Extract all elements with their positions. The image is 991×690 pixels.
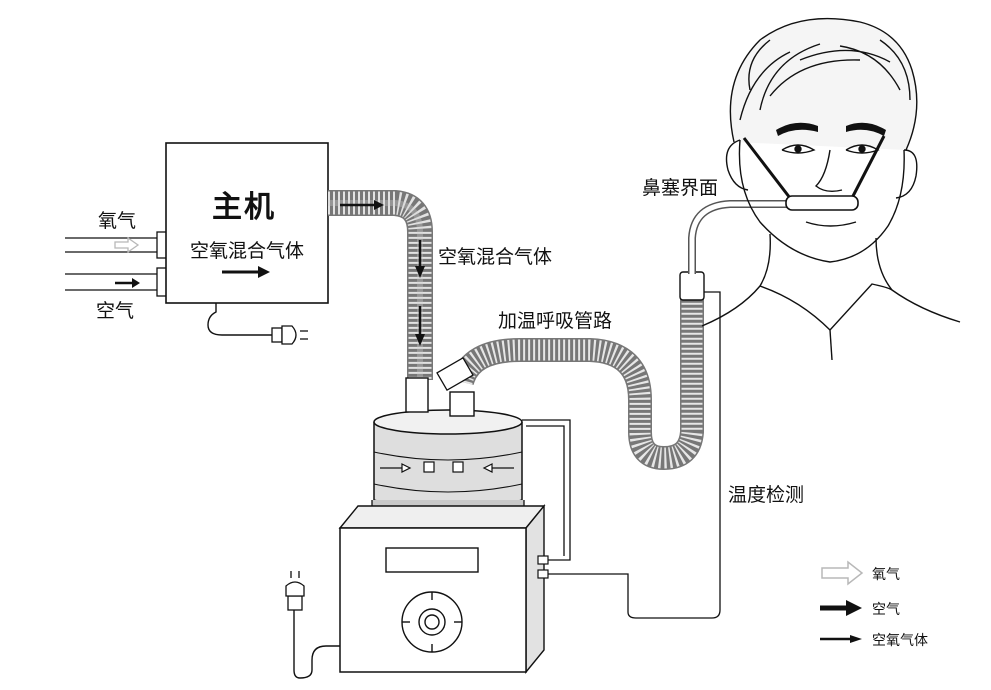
temperature-probe-label: 温度检测 (728, 484, 805, 506)
oxygen-inlet-label: 氧气 (98, 210, 137, 232)
heater-power-cord (293, 610, 340, 679)
mixed-gas-label: 空氧混合气体 (438, 246, 553, 268)
thin-arrow-icon (820, 635, 862, 643)
main-unit-output-label: 空氧混合气体 (190, 240, 305, 262)
heater-display (385, 547, 479, 573)
sensor-connector-1 (537, 555, 549, 565)
mixed-gas-tube (328, 190, 433, 380)
oxygen-inlet (65, 237, 158, 253)
heater-control-knob-icon (401, 591, 463, 653)
chamber-inlet-port (405, 377, 429, 413)
bold-arrow-icon (820, 600, 862, 616)
heated-circuit-label: 加温呼吸管路 (498, 310, 613, 332)
air-inlet (65, 273, 158, 291)
legend-label-air: 空气 (872, 602, 900, 618)
main-unit-output-arrow-icon (222, 266, 270, 278)
main-unit-box (165, 142, 329, 304)
nasal-cannula (785, 195, 859, 211)
temperature-wires (522, 291, 721, 619)
heated-breathing-circuit (450, 290, 704, 471)
mixed-gas-arrow-down-2-icon (415, 306, 425, 346)
chamber-inflow-arrow-right-icon (482, 463, 514, 473)
chamber-inflow-arrow-left-icon (380, 463, 412, 473)
plug-icon (271, 325, 308, 345)
circuit-elbow-connector (436, 356, 474, 392)
legend (820, 560, 864, 643)
patient-face (701, 17, 961, 361)
temperature-sensor (679, 271, 705, 301)
hollow-arrow-icon (821, 560, 864, 586)
main-unit-power-cord (207, 303, 272, 336)
mixed-gas-arrow-horizontal-icon (340, 200, 384, 210)
oxygen-inlet-arrow-icon (114, 236, 140, 254)
air-inlet-label: 空气 (96, 300, 135, 322)
legend-label-oxygen: 氧气 (872, 567, 900, 583)
heater-plug-icon (285, 571, 305, 611)
humidifier-chamber (371, 409, 525, 523)
legend-label-mixed: 空氧气体 (872, 633, 928, 649)
chamber-port-square-2 (452, 461, 464, 473)
mixed-gas-arrow-down-1-icon (415, 240, 425, 278)
sensor-connector-2 (537, 569, 549, 579)
chamber-outlet-port (449, 391, 475, 417)
eyebrows (776, 122, 886, 136)
cannula-strap (742, 135, 886, 199)
nasal-cannula-tube (688, 200, 790, 274)
air-inlet-arrow-icon (115, 278, 140, 288)
main-unit-title: 主机 (212, 190, 276, 225)
nasal-interface-label: 鼻塞界面 (642, 177, 719, 199)
chamber-port-square-1 (423, 461, 435, 473)
